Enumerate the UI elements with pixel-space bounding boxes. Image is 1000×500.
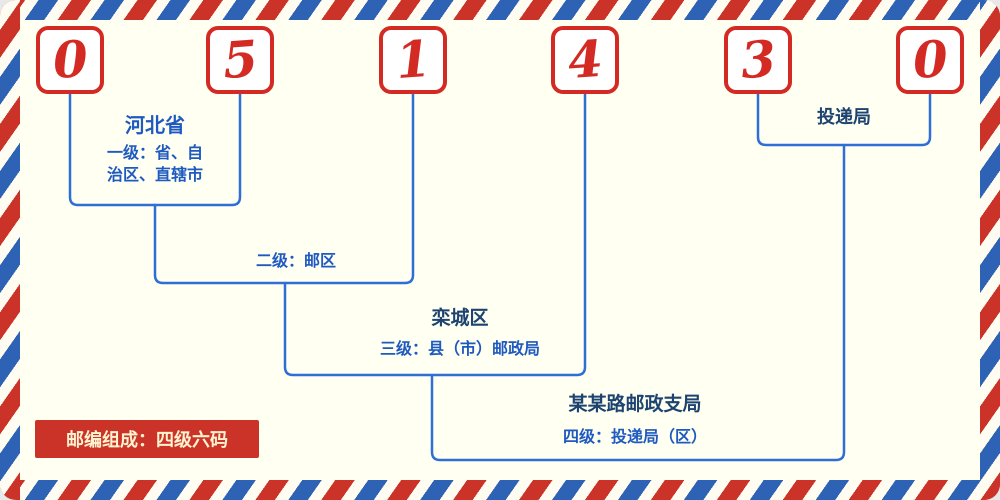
digit-3: 1 bbox=[393, 28, 433, 91]
digit-box-5: 3 bbox=[724, 26, 792, 94]
digit-box-1: 0 bbox=[36, 26, 104, 94]
level2-label: 二级：邮区 bbox=[255, 251, 336, 270]
province-name: 河北省 bbox=[125, 113, 185, 137]
airmail-border-bottom bbox=[0, 480, 1000, 500]
digit-box-2: 5 bbox=[206, 26, 274, 94]
level3-label: 三级：县（市）邮政局 bbox=[379, 339, 540, 358]
digit-4: 4 bbox=[565, 28, 605, 91]
envelope-background bbox=[20, 20, 980, 480]
level4-label: 四级：投递局（区） bbox=[562, 427, 707, 446]
digit-box-3: 1 bbox=[379, 26, 447, 94]
digit-5: 3 bbox=[738, 28, 778, 91]
digit-box-4: 4 bbox=[551, 26, 619, 94]
digit-box-6: 0 bbox=[896, 26, 964, 94]
level1-label: 一级：省、自 治区、直辖市 bbox=[106, 143, 203, 184]
branch-name: 某某路邮政支局 bbox=[568, 393, 702, 415]
airmail-border-right bbox=[980, 0, 1000, 500]
district-name: 栾城区 bbox=[431, 307, 489, 329]
delivery-office-label: 投递局 bbox=[817, 107, 871, 128]
digit-6: 0 bbox=[910, 28, 950, 91]
postal-code-composition-badge: 邮编组成：四级六码 bbox=[35, 420, 259, 458]
digit-2: 5 bbox=[220, 28, 260, 91]
digit-1: 0 bbox=[50, 28, 90, 91]
airmail-border-left bbox=[0, 0, 20, 500]
airmail-border-top bbox=[0, 0, 1000, 20]
